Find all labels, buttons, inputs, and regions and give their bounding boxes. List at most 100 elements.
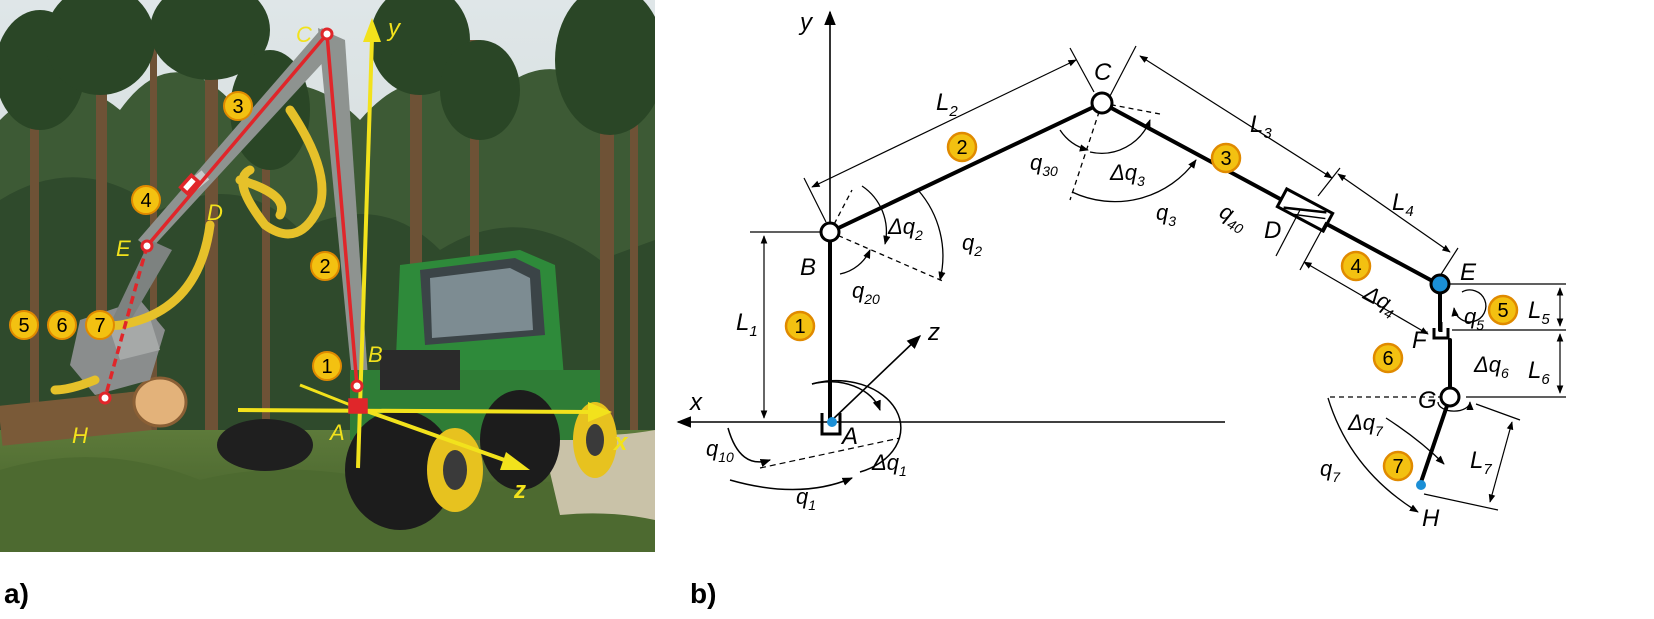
joint-B: [819, 221, 841, 243]
diagram-badge-7: 7: [1382, 450, 1414, 482]
label-L6: L6: [1528, 357, 1550, 388]
label-dq7: Δq7: [1347, 410, 1384, 439]
panel-label-b: b): [690, 578, 717, 609]
label-dq4: Δq4: [1357, 280, 1402, 323]
pine-crowns: [0, 0, 655, 170]
diagram-point-E: E: [1460, 259, 1477, 286]
photo-axis-y-label: y: [386, 15, 402, 42]
photo-badge-5: 5: [9, 310, 39, 340]
label-dq3: Δq3: [1109, 160, 1145, 189]
diagram-point-D: D: [1264, 217, 1281, 244]
svg-text:1: 1: [794, 316, 805, 338]
photo-skeleton: [103, 32, 368, 414]
svg-text:1: 1: [321, 356, 332, 378]
photo-axis-x-label: x: [612, 429, 629, 456]
svg-text:6: 6: [1382, 348, 1393, 370]
diagram-badge-1: 1: [784, 310, 816, 342]
diagram-badge-3: 3: [1210, 142, 1242, 174]
label-q7: q7: [1320, 456, 1341, 485]
svg-text:2: 2: [319, 256, 330, 278]
angle-marks: [829, 102, 1487, 513]
label-L2: L2: [936, 89, 958, 120]
photo-axes: [237, 18, 612, 470]
photo-point-D: D: [207, 200, 223, 225]
diagram-badge-4: 4: [1340, 250, 1372, 282]
photo-badge-7: 7: [85, 310, 115, 340]
diagram-point-F: F: [1412, 327, 1428, 354]
label-L5: L5: [1528, 297, 1550, 328]
photo-point-E: E: [116, 236, 131, 261]
label-L1: L1: [736, 309, 758, 340]
diagram-badge-5: 5: [1487, 294, 1519, 326]
base-fork: [820, 413, 842, 436]
photo-joints: [98, 27, 364, 405]
label-q30: q30: [1030, 150, 1058, 179]
svg-text:6: 6: [56, 315, 67, 337]
svg-text:5: 5: [1497, 300, 1508, 322]
diagram-panel: y x z: [670, 0, 1654, 619]
diagram-axes: [676, 10, 1225, 428]
log: [0, 376, 188, 446]
label-q20: q20: [852, 278, 880, 307]
label-q40: q40: [1214, 198, 1252, 237]
joint-G: [1439, 386, 1461, 408]
photo-point-B: B: [368, 342, 383, 367]
svg-text:4: 4: [140, 190, 151, 212]
harvester-machine: [217, 250, 617, 530]
joint-H: [1416, 480, 1426, 490]
photo-badge-4: 4: [131, 185, 161, 215]
kinematic-diagram: y x z: [676, 9, 1566, 532]
panel-label-a: a): [4, 578, 29, 609]
photo-badge-6: 6: [47, 310, 77, 340]
diagram-badge-6: 6: [1372, 342, 1404, 374]
joint-A: [827, 417, 837, 427]
svg-text:7: 7: [94, 315, 105, 337]
label-q10: q10: [706, 436, 734, 465]
dim-L2: [803, 47, 1095, 223]
dim-L3: [1109, 45, 1341, 197]
dim-L5-L6: [1450, 283, 1566, 398]
photo-point-C: C: [296, 22, 312, 47]
label-dq6: Δq6: [1473, 352, 1509, 381]
diagram-axis-z-label: z: [927, 319, 940, 346]
diagram-point-H: H: [1422, 505, 1440, 532]
dim-L7: [1423, 403, 1521, 511]
label-dq2: Δq2: [887, 214, 923, 243]
joint-C: [1090, 91, 1114, 115]
joint-E: [1429, 273, 1451, 295]
dim-L4: [1337, 173, 1459, 277]
prismatic-joint-D: [1275, 186, 1335, 234]
diagram-point-G: G: [1418, 387, 1437, 414]
dim-dq4: [1275, 209, 1429, 335]
diagram-axis-x-label: x: [689, 389, 703, 416]
svg-text:2: 2: [956, 137, 967, 159]
diagram-joints: [819, 91, 1461, 490]
photo-point-H: H: [72, 423, 88, 448]
photo-badge-3: 3: [223, 91, 253, 121]
photo-axis-z-label: z: [513, 477, 526, 504]
label-q1: q1: [796, 484, 816, 513]
svg-text:3: 3: [232, 96, 243, 118]
diagram-point-C: C: [1094, 59, 1112, 86]
photo-badge-2: 2: [310, 251, 340, 281]
svg-text:7: 7: [1392, 456, 1403, 478]
diagram-axis-y-label: y: [798, 9, 814, 36]
svg-text:4: 4: [1350, 256, 1361, 278]
dim-L1: [750, 231, 822, 419]
photo-point-A: A: [328, 420, 345, 445]
label-L3: L3: [1250, 111, 1272, 142]
joint-F-fork: [1432, 328, 1450, 340]
harvester-photo: y x z C E D B A H 1 2 3 4 5 6 7: [0, 0, 655, 552]
label-dq1: Δq1: [871, 450, 907, 479]
label-L4: L4: [1392, 189, 1414, 220]
svg-text:5: 5: [18, 315, 29, 337]
diagram-badges: 1 2 3 4 5 6 7: [784, 131, 1519, 482]
label-q5: q5: [1464, 304, 1484, 333]
photo-panel: y x z C E D B A H 1 2 3 4 5 6 7: [0, 0, 655, 552]
label-q2: q2: [962, 230, 982, 259]
rotation-q1: [727, 379, 902, 491]
label-q3: q3: [1156, 200, 1176, 229]
label-L7: L7: [1470, 447, 1492, 478]
diagram-point-B: B: [800, 254, 816, 281]
svg-text:3: 3: [1220, 148, 1231, 170]
